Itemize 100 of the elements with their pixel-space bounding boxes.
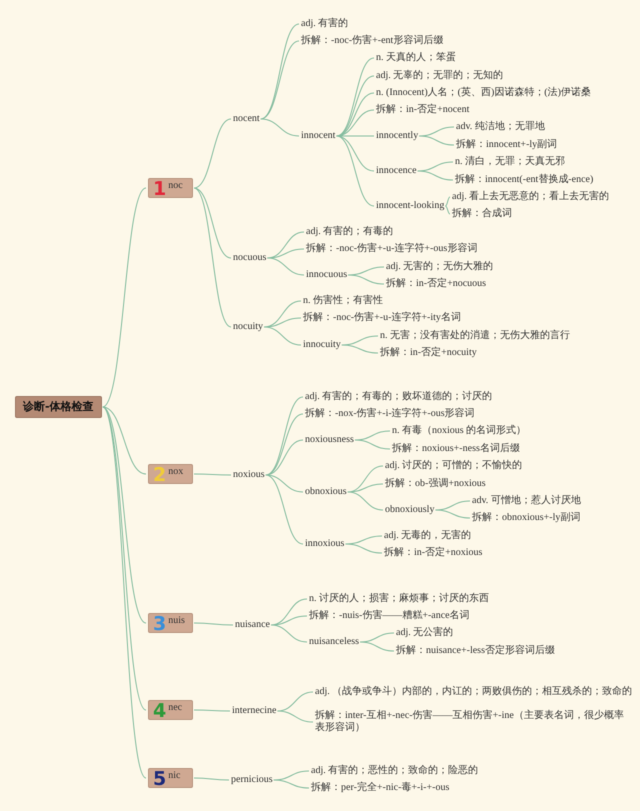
connector-line bbox=[102, 406, 146, 474]
definition-text: 拆解：ob-强调+noxious bbox=[385, 478, 486, 490]
definition-text: adj. （战争或争斗）内部的，内讧的；两败俱伤的；相互残杀的；致命的 bbox=[315, 686, 633, 698]
word-label: innoxious bbox=[305, 538, 344, 550]
topic-box bbox=[148, 768, 193, 788]
root-word: nec bbox=[168, 701, 182, 715]
word-label: noxious bbox=[233, 469, 265, 481]
connector-line bbox=[194, 474, 232, 476]
definition-text: n. (Innocent)人名；(英、西)因诺森特；(法)伊诺桑 bbox=[376, 87, 591, 99]
topic-box bbox=[148, 464, 193, 484]
connector-line bbox=[265, 474, 304, 492]
word-label: nocuous bbox=[233, 252, 266, 264]
word-label: internecine bbox=[232, 705, 276, 717]
definition-text: adv. 纯洁地；无罪地 bbox=[456, 121, 545, 133]
connector-line bbox=[434, 510, 470, 518]
definition-text: 拆解：-noc-伤害+-ent形容词后缀 bbox=[301, 35, 444, 47]
definition-text: n. 无害；没有害处的消遣；无伤大雅的言行 bbox=[380, 330, 570, 342]
connector-line bbox=[194, 118, 232, 188]
definition-text: 拆解：innocent+-ly副词 bbox=[456, 139, 558, 151]
word-label: innocence bbox=[376, 165, 417, 177]
topic-box bbox=[148, 700, 193, 720]
word-label: obnoxious bbox=[305, 486, 347, 498]
connector-line bbox=[265, 414, 304, 476]
number-label: 4 bbox=[153, 701, 166, 721]
definition-text: adj. 有害的；有毒的；败坏道德的；讨厌的 bbox=[305, 391, 492, 403]
definition-text: adj. 无辜的；无罪的；无知的 bbox=[376, 70, 504, 82]
definition-text: adv. 可憎地；惹人讨厌地 bbox=[472, 495, 581, 507]
connector-line bbox=[260, 118, 300, 136]
definition-text: 拆解：-nuis-伤害——糟糕+-ance名词 bbox=[309, 610, 470, 622]
definition-text: 拆解：in-否定+nocuity bbox=[380, 347, 477, 359]
topic-box bbox=[148, 178, 193, 198]
connector-line bbox=[273, 780, 310, 788]
connector-line bbox=[354, 440, 390, 450]
word-label: innocent-looking bbox=[376, 200, 444, 212]
connector-line bbox=[341, 344, 378, 354]
connector-line bbox=[194, 778, 230, 780]
connector-line bbox=[102, 188, 146, 408]
definition-text: 拆解：-nox-伤害+-i-连字符+-ous形容词 bbox=[305, 408, 475, 420]
definition-text: 拆解：noxious+-ness名词后缀 bbox=[392, 443, 520, 455]
definition-text: adj. 有害的 bbox=[301, 18, 348, 30]
root-word: nox bbox=[168, 465, 184, 479]
word-label: innocuous bbox=[306, 269, 348, 281]
definition-text: 拆解：in-否定+noxious bbox=[384, 547, 482, 559]
number-label: 2 bbox=[153, 465, 166, 485]
connector-line bbox=[360, 642, 394, 652]
connector-line bbox=[265, 440, 304, 476]
word-label: obnoxiously bbox=[385, 504, 434, 516]
connector-line bbox=[194, 188, 232, 258]
connector-line bbox=[264, 326, 302, 346]
definition-text: n. 讨厌的人；损害；麻烦事；讨厌的东西 bbox=[309, 593, 489, 605]
connector-line bbox=[336, 92, 374, 136]
word-label: nocuity bbox=[233, 321, 263, 333]
root-word: noc bbox=[168, 179, 183, 193]
word-label: pernicious bbox=[231, 774, 273, 786]
number-label: 5 bbox=[153, 769, 166, 789]
connector-line bbox=[102, 406, 146, 710]
connector-line bbox=[418, 136, 454, 146]
definition-text: 拆解：inter-互相+-nec-伤害——互相伤害+-ine（主要表名词，很少概率表形容词） bbox=[315, 710, 633, 734]
definition-text: 拆解：nuisance+-less否定形容词后缀 bbox=[396, 645, 555, 657]
connector-line bbox=[348, 274, 384, 284]
definition-text: adj. 无毒的，无害的 bbox=[384, 530, 472, 542]
number-label: 3 bbox=[153, 614, 166, 634]
connector-line bbox=[417, 170, 454, 180]
definition-text: 拆解：in-否定+nocent bbox=[376, 104, 470, 116]
connector-line bbox=[102, 406, 146, 624]
connector-line bbox=[266, 258, 304, 276]
central-topic-box: 诊断-体格检查 bbox=[15, 396, 102, 418]
definition-text: adj. 无公害的 bbox=[396, 627, 454, 639]
definition-text: adj. 看上去无恶意的；看上去无害的 bbox=[452, 191, 610, 203]
definition-text: 拆解：合成词 bbox=[452, 208, 512, 220]
connector-line bbox=[194, 622, 234, 626]
word-label: nuisance bbox=[235, 619, 270, 631]
root-word: nuis bbox=[168, 614, 185, 628]
root-word: nic bbox=[168, 769, 180, 783]
definition-text: 拆解：per-完全+-nic-毒+-i-+-ous bbox=[311, 782, 450, 794]
word-label: innocently bbox=[376, 130, 418, 142]
word-label: nocent bbox=[233, 113, 260, 125]
definition-text: 拆解：obnoxious+-ly副词 bbox=[472, 512, 580, 524]
definition-text: adj. 有害的；有毒的 bbox=[306, 226, 394, 238]
word-label: innocent bbox=[301, 130, 336, 142]
topic-box bbox=[148, 613, 193, 633]
connector-line bbox=[270, 624, 308, 642]
number-label: 1 bbox=[153, 179, 166, 199]
connector-line bbox=[260, 24, 300, 120]
connector-line bbox=[194, 710, 230, 712]
definition-text: 拆解：-noc-伤害+-u-连字符+-ous形容词 bbox=[306, 243, 478, 255]
connector-line bbox=[336, 136, 374, 206]
definition-text: 拆解：innocent(-ent替换成-ence) bbox=[455, 174, 594, 186]
connector-line bbox=[444, 206, 450, 214]
definition-text: adj. 讨厌的；可憎的；不愉快的 bbox=[385, 460, 522, 472]
connector-line bbox=[276, 710, 314, 722]
definition-text: 拆解：-noc-伤害+-u-连字符+-ity名词 bbox=[303, 312, 461, 324]
connector-line bbox=[444, 196, 450, 206]
connector-line bbox=[265, 474, 304, 544]
word-label: noxiousness bbox=[305, 434, 354, 446]
definition-text: n. 天真的人；笨蛋 bbox=[376, 52, 456, 64]
definition-text: adj. 有害的；恶性的；致命的；险恶的 bbox=[311, 765, 478, 777]
connector-line bbox=[347, 492, 384, 510]
definition-text: n. 伤害性；有害性 bbox=[303, 295, 383, 307]
word-label: innocuity bbox=[303, 339, 341, 351]
